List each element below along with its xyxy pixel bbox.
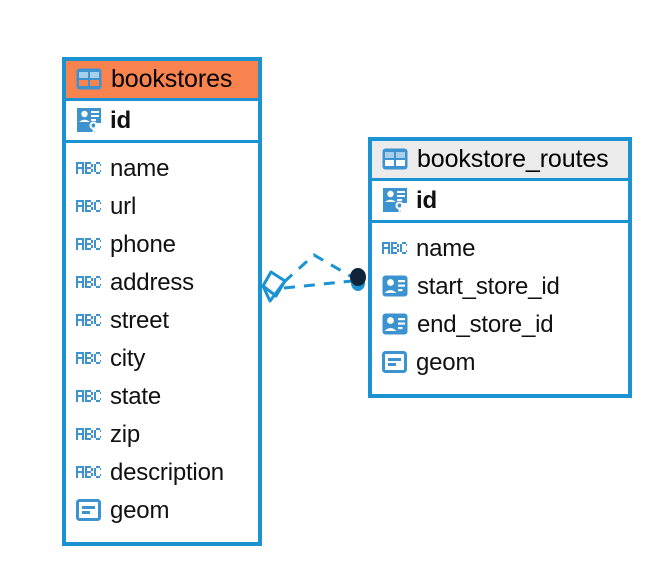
field-label-id: id (416, 186, 437, 214)
abc-text-icon (76, 464, 101, 480)
abc-text-icon (76, 312, 101, 328)
entity-bookstore-routes-title: bookstore_routes (417, 145, 609, 173)
relationship-line-lower (283, 279, 353, 290)
field-row-state[interactable]: state (66, 377, 258, 415)
field-row-address[interactable]: address (66, 263, 258, 301)
foreign-key-icon (382, 313, 408, 335)
relationship-line-upper (282, 253, 353, 284)
abc-text-icon (76, 426, 101, 442)
field-label-description: description (110, 458, 224, 486)
field-label-name: name (110, 154, 170, 182)
field-label-end-store-id: end_store_id (417, 310, 554, 338)
field-row-start-store-id[interactable]: start_store_id (372, 267, 628, 305)
entity-bookstores-field-list: name (66, 143, 258, 536)
field-row-bookstores-id[interactable]: id (66, 101, 258, 144)
field-label-start-store-id: start_store_id (417, 272, 560, 300)
geometry-icon (382, 351, 407, 374)
field-label-id: id (110, 106, 131, 134)
field-row-phone[interactable]: phone (66, 225, 258, 263)
primary-key-icon (382, 187, 408, 213)
entity-bookstores-title: bookstores (111, 65, 233, 93)
foreign-key-icon (382, 275, 408, 297)
entity-bookstore-routes-header[interactable]: bookstore_routes (372, 141, 628, 182)
field-row-end-store-id[interactable]: end_store_id (372, 305, 628, 343)
field-row-street[interactable]: street (66, 301, 258, 339)
field-label-geom: geom (416, 348, 476, 376)
field-row-zip[interactable]: zip (66, 415, 258, 453)
field-row-description[interactable]: description (66, 453, 258, 491)
field-label-geom: geom (110, 496, 170, 524)
entity-bookstore-routes-field-list: name start_store_id (372, 223, 628, 388)
abc-text-icon (76, 236, 101, 252)
field-row-name[interactable]: name (66, 149, 258, 187)
field-label-phone: phone (110, 230, 176, 258)
field-row-url[interactable]: url (66, 187, 258, 225)
field-label-url: url (110, 192, 137, 220)
abc-text-icon (76, 350, 101, 366)
field-label-zip: zip (110, 420, 141, 448)
abc-text-icon (76, 160, 101, 176)
field-row-geom[interactable]: geom (66, 491, 258, 529)
field-label-state: state (110, 382, 162, 410)
field-label-city: city (110, 344, 146, 372)
field-row-routes-id[interactable]: id (372, 181, 628, 224)
abc-text-icon (382, 240, 407, 256)
abc-text-icon (76, 274, 101, 290)
table-icon (382, 148, 408, 170)
primary-key-icon (76, 107, 102, 133)
field-row-geom[interactable]: geom (372, 343, 628, 381)
abc-text-icon (76, 198, 101, 214)
field-label-name: name (416, 234, 476, 262)
entity-bookstores-header[interactable]: bookstores (66, 61, 258, 102)
field-label-address: address (110, 268, 194, 296)
diamond-endpoint-icon[interactable] (261, 270, 287, 303)
filled-circle-endpoint-icon[interactable] (350, 268, 366, 291)
entity-bookstores[interactable]: bookstores id (62, 57, 262, 546)
abc-text-icon (76, 388, 101, 404)
entity-bookstore-routes[interactable]: bookstore_routes id (368, 137, 632, 398)
field-row-name[interactable]: name (372, 229, 628, 267)
field-label-street: street (110, 306, 169, 334)
field-row-city[interactable]: city (66, 339, 258, 377)
geometry-icon (76, 499, 101, 522)
table-icon (76, 68, 102, 90)
